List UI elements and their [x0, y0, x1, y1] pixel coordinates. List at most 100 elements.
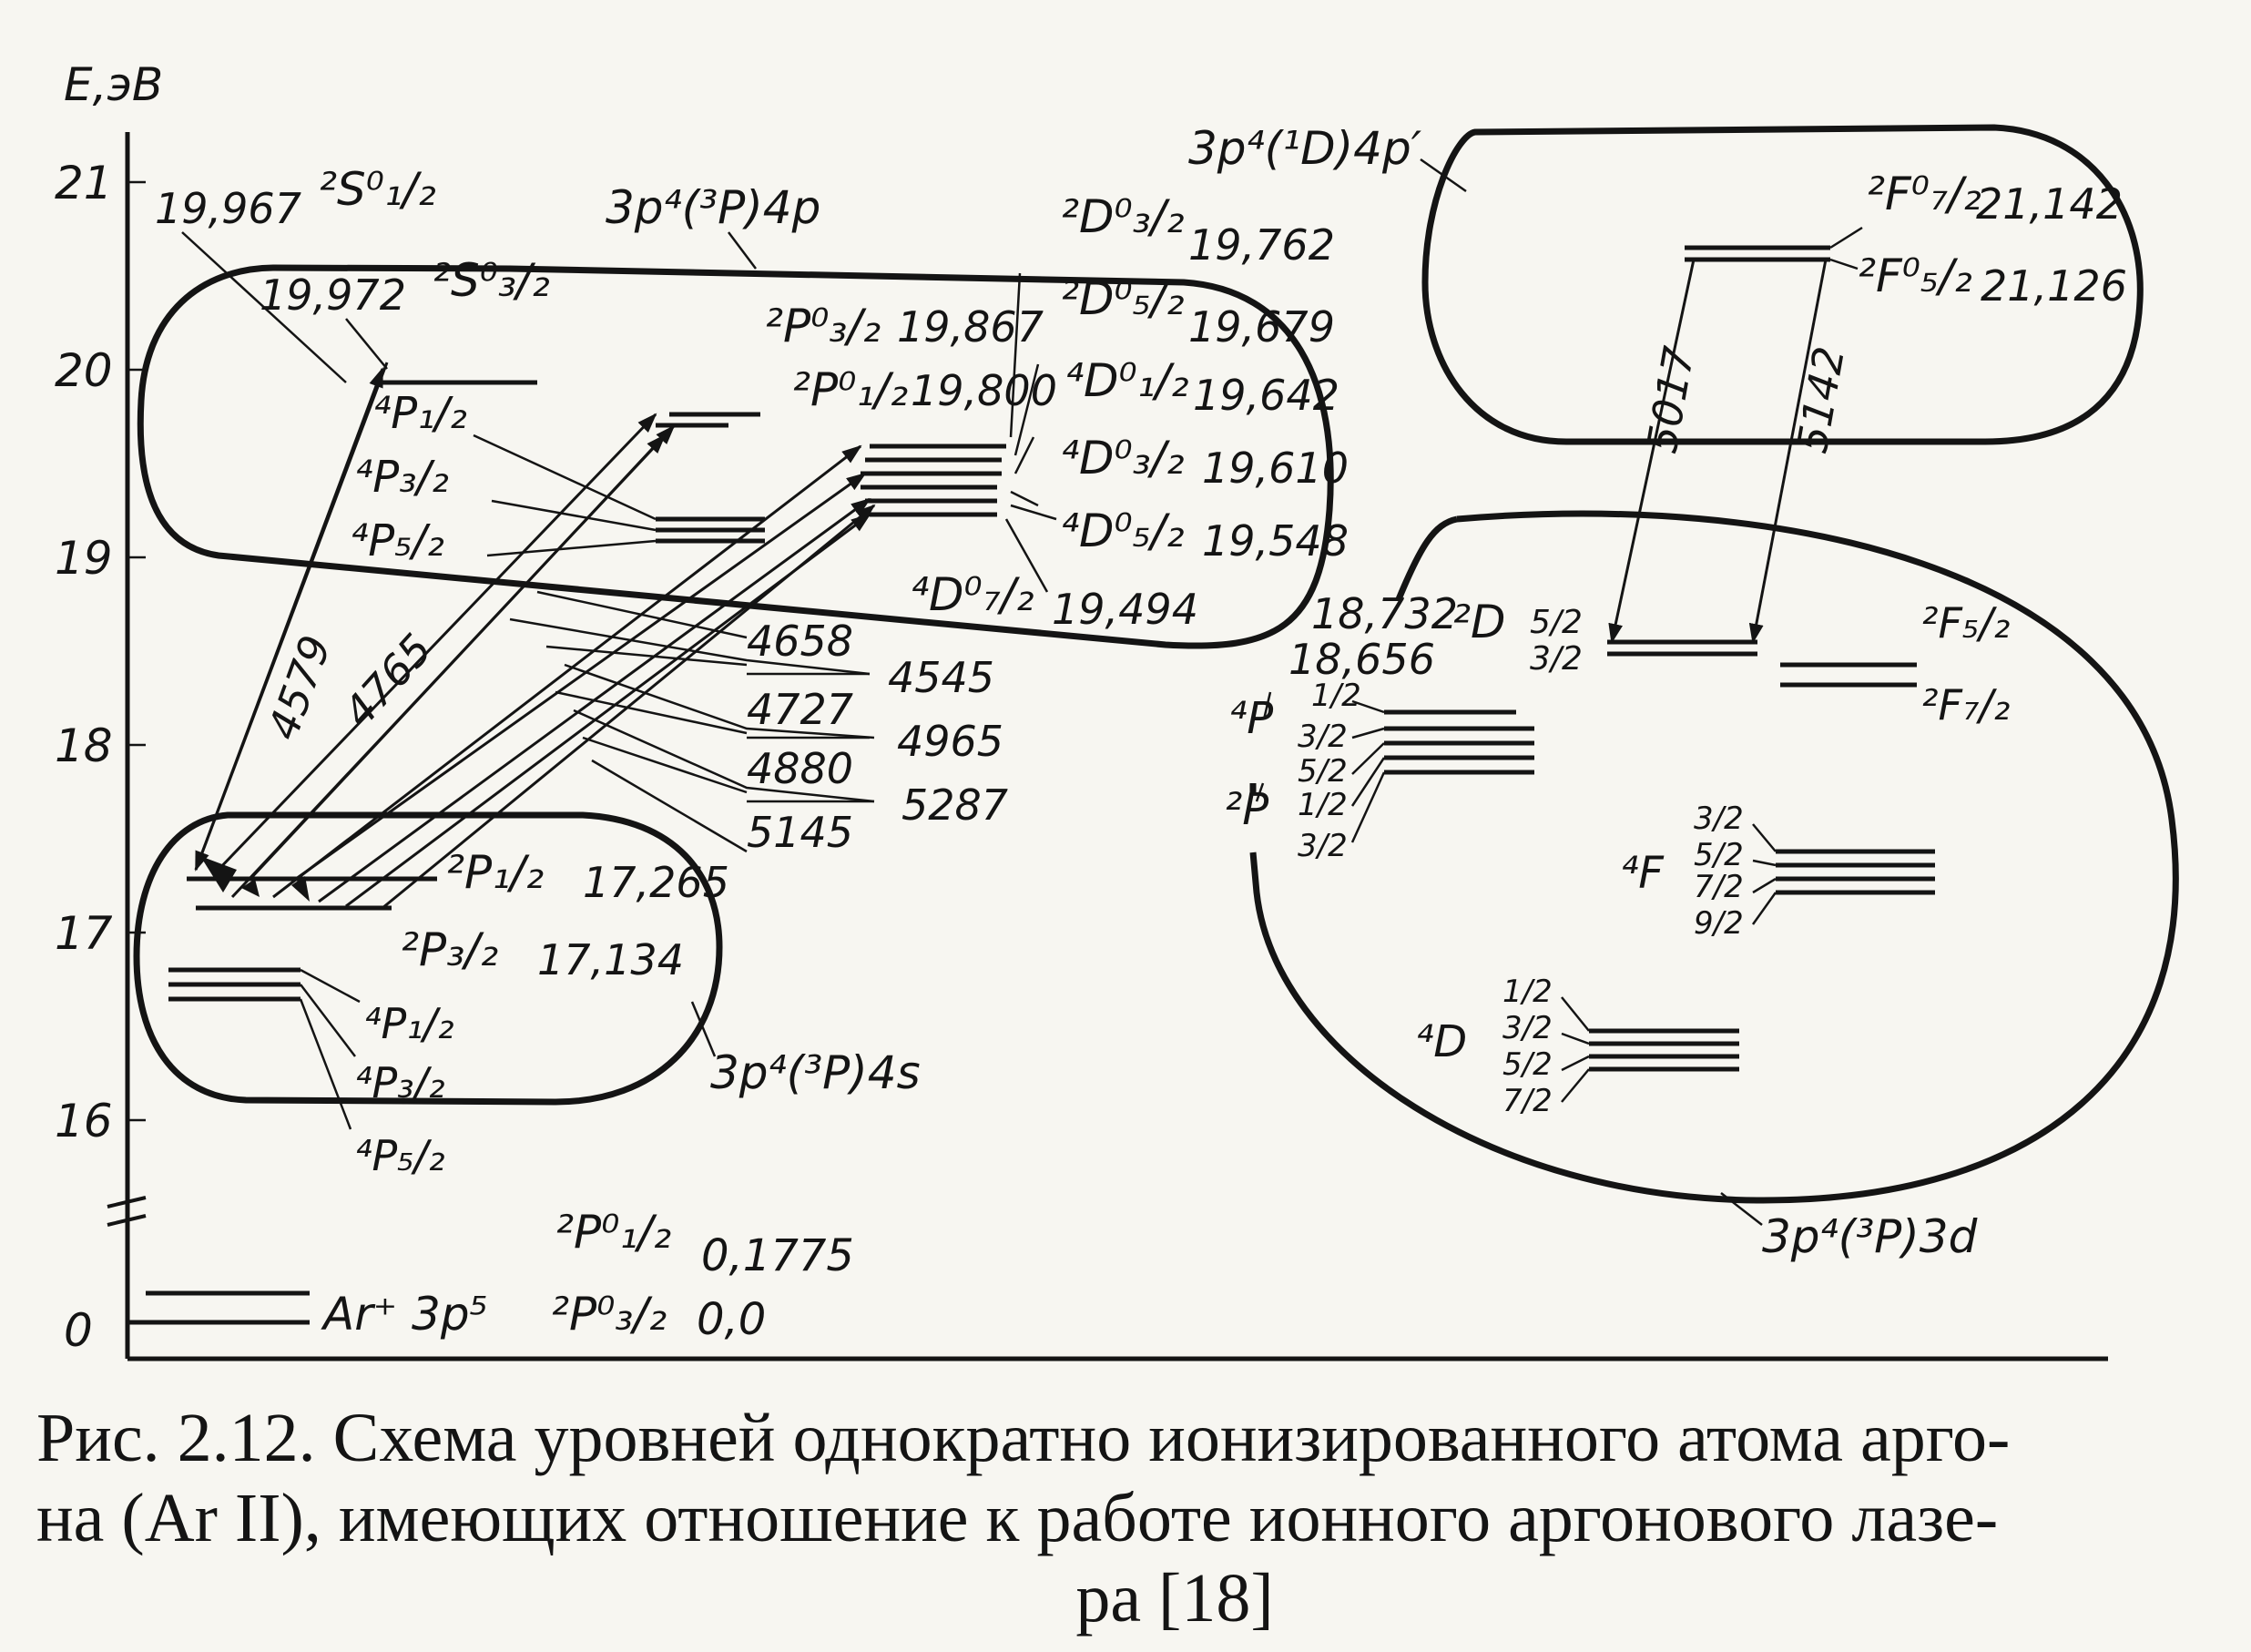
term-4D-3d: ⁴D — [1416, 1016, 1467, 1067]
term-4P-5/2-low: ⁴P₅/₂ — [355, 1131, 445, 1180]
group-4pp-outline — [1421, 124, 2144, 445]
energy-level-diagram: E,эВ 21 20 19 18 17 16 0 3p⁴(³P)4p 3p⁴(³… — [55, 58, 2179, 1361]
term-2F0-5/2: ²F⁰₅/₂ — [1858, 250, 1972, 302]
energy-19610: 19,610 — [1202, 444, 1349, 493]
energy-17134: 17,134 — [537, 935, 684, 984]
term-2F-5/2: ²F₅/₂ — [1921, 598, 2010, 648]
caption-line-1: Рис. 2.12. Схема уровней однократно иони… — [36, 1400, 2011, 1476]
term-4P-1/2: ⁴P₁/₂ — [373, 388, 467, 439]
term-4D0-7/2: ⁴D⁰₇/₂ — [911, 568, 1034, 621]
ground-levels — [127, 1290, 310, 1325]
caption-line-2: на (Ar II), имеющих отношение к работе и… — [36, 1480, 1999, 1556]
ground-term-1/2: ²P⁰₁/₂ — [555, 1206, 671, 1259]
energy-18656: 18,656 — [1288, 635, 1435, 684]
label-4765: 4765 — [333, 625, 441, 737]
term-4D0-1/2: ⁴D⁰₁/₂ — [1065, 354, 1189, 407]
tick-19: 19 — [55, 532, 113, 585]
j-2D-5/2: 5/2 — [1530, 604, 1583, 641]
term-2P0-3/2: ²P⁰₃/₂ — [765, 300, 881, 352]
energy-19642: 19,642 — [1193, 371, 1339, 420]
label-4658: 4658 — [747, 617, 853, 666]
tick-0: 0 — [64, 1304, 93, 1357]
energy-19762: 19,762 — [1188, 220, 1335, 270]
j-4P-5/2: 5/2 — [1298, 753, 1348, 790]
term-4P-3d: ⁴P — [1229, 693, 1273, 744]
energy-19800: 19,800 — [911, 366, 1057, 415]
label-4880: 4880 — [747, 744, 853, 793]
term-4D0-5/2: ⁴D⁰₅/₂ — [1061, 505, 1185, 557]
term-2S0-3/2: ²S⁰₃/₂ — [433, 254, 550, 307]
label-5145: 5145 — [747, 808, 853, 857]
term-2D0-3/2: ²D⁰₃/₂ — [1061, 190, 1185, 243]
group-4p-outline — [137, 264, 1334, 649]
tick-21: 21 — [55, 157, 113, 209]
levels-3d — [1384, 639, 1935, 1072]
term-2P-3d: ²P — [1225, 784, 1268, 835]
term-2P0-1/2: ²P⁰₁/₂ — [792, 363, 908, 416]
j-4D-1/2: 1/2 — [1502, 974, 1553, 1010]
j-4P-3/2: 3/2 — [1298, 719, 1348, 755]
energy-21142: 21,142 — [1976, 179, 2123, 229]
j-4F-5/2: 5/2 — [1694, 837, 1744, 873]
term-4F-3d: ⁴F — [1621, 848, 1665, 899]
transition-arrows — [194, 362, 876, 910]
term-2S0-1/2: ²S⁰₁/₂ — [319, 163, 436, 216]
term-4P-1/2-low: ⁴P₁/₂ — [364, 999, 454, 1048]
energy-17265: 17,265 — [583, 858, 729, 907]
term-2F-7/2: ²F₇/₂ — [1921, 680, 2010, 729]
j-4F-7/2: 7/2 — [1694, 869, 1744, 905]
group-3d-label: 3p⁴(³P)3d — [1762, 1210, 1978, 1263]
term-2P-3/2: ²P₃/₂ — [401, 923, 498, 976]
tick-16: 16 — [55, 1095, 113, 1147]
term-2D-3d: ²D — [1452, 596, 1506, 648]
label-4965: 4965 — [897, 717, 1003, 766]
ground-term-3/2: ²P⁰₃/₂ — [551, 1288, 667, 1341]
term-4P-3/2: ⁴P₃/₂ — [355, 452, 449, 503]
group-3d-outline — [1249, 510, 2179, 1204]
axis-title: E,эВ — [64, 58, 163, 111]
ground-energy-3/2: 0,0 — [697, 1294, 766, 1345]
j-4P-1/2: 1/2 — [1311, 678, 1361, 714]
transition-5017 — [1608, 259, 1696, 644]
energy-19967: 19,967 — [155, 184, 301, 233]
j-4D-5/2: 5/2 — [1502, 1046, 1553, 1083]
group-4s-outline — [133, 811, 723, 1106]
tick-17: 17 — [55, 907, 113, 960]
transition-5142 — [1748, 259, 1828, 644]
levels-4p — [382, 380, 1006, 544]
term-4P-5/2: ⁴P₅/₂ — [351, 515, 444, 566]
ground-ion: Ar⁺ 3p⁵ — [321, 1288, 488, 1341]
j-2P-3/2: 3/2 — [1298, 828, 1348, 864]
energy-21126: 21,126 — [1981, 261, 2127, 311]
label-4579: 4579 — [258, 629, 341, 746]
tick-20: 20 — [55, 344, 113, 397]
term-2P-1/2: ²P₁/₂ — [446, 846, 544, 899]
label-5287: 5287 — [901, 780, 1008, 830]
energy-19867: 19,867 — [897, 302, 1044, 352]
j-2D-3/2: 3/2 — [1530, 640, 1583, 678]
group-4pp-label: 3p⁴(¹D)4p′ — [1188, 122, 1422, 175]
transition-4727 — [272, 444, 862, 899]
label-4545: 4545 — [888, 653, 994, 702]
term-4D0-3/2: ⁴D⁰₃/₂ — [1061, 432, 1185, 484]
tick-18: 18 — [55, 719, 113, 772]
transition-4658 — [249, 433, 667, 881]
j-2P-1/2: 1/2 — [1298, 787, 1348, 823]
ground-energy-1/2: 0,1775 — [701, 1230, 854, 1281]
group-4s-label: 3p⁴(³P)4s — [710, 1046, 921, 1099]
transition-4880 — [295, 472, 867, 881]
label-4727: 4727 — [747, 685, 853, 734]
transition-4765 — [212, 413, 657, 876]
term-4P-3/2-low: ⁴P₃/₂ — [355, 1058, 445, 1107]
group-4p-label: 3p⁴(³P)4p — [606, 181, 820, 234]
j-4F-9/2: 9/2 — [1694, 905, 1744, 942]
energy-19679: 19,679 — [1188, 302, 1335, 352]
j-4D-7/2: 7/2 — [1502, 1083, 1553, 1119]
term-2F0-7/2: ²F⁰₇/₂ — [1867, 168, 1981, 220]
caption-line-3: ра [18] — [1075, 1560, 1274, 1637]
levels-4s — [168, 876, 437, 1002]
j-4D-3/2: 3/2 — [1502, 1010, 1553, 1046]
energy-19494: 19,494 — [1052, 585, 1198, 634]
term-2D0-5/2: ²D⁰₅/₂ — [1061, 272, 1185, 325]
levels-4pp — [1685, 245, 1830, 262]
